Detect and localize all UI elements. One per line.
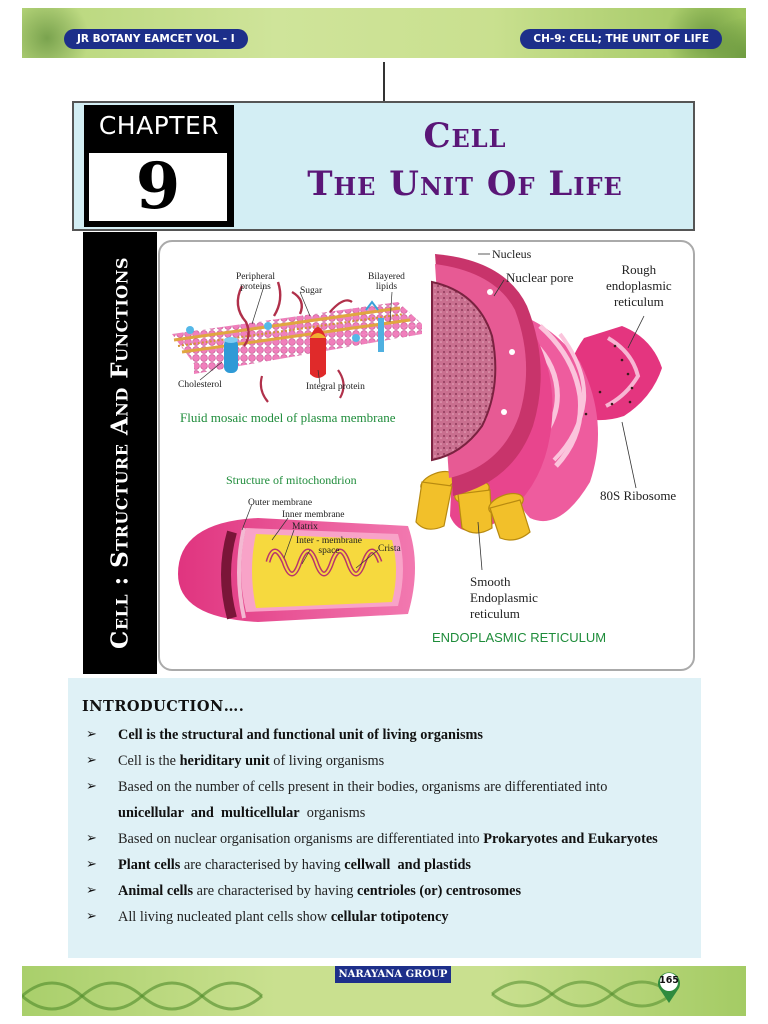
item-text-bold: Plant cells [118, 857, 181, 873]
list-item: ➢ Cell is the structural and functional u… [86, 722, 691, 748]
chapter-title-line1: Cell [423, 116, 507, 156]
label-nucleus: Nucleus [492, 247, 532, 261]
item-text-bold: Cell is the structural and functional un… [118, 727, 483, 743]
label-bilayered-lipids: Bilayered lipids [368, 272, 405, 292]
mitochondrion-illustration [178, 503, 415, 622]
label-smooth-er: Smooth Endoplasmic reticulum [470, 574, 538, 621]
item-text: All living nucleated plant cells show [118, 909, 331, 925]
item-text: Cell is the [118, 753, 180, 769]
list-item: ➢ Cell is the heriditary unit of living o… [86, 748, 691, 774]
chapter-title-badge: CH-9: CELL; THE UNIT OF LIFE [520, 29, 722, 49]
divider-line [383, 62, 385, 102]
arrow-bullet-icon: ➢ [86, 909, 97, 924]
chapter-title-line2: The Unit Of Life [307, 164, 623, 204]
item-text-bold: cellwall and plastids [344, 857, 471, 873]
label-matrix: Matrix [292, 522, 318, 532]
list-item: ➢ Based on the number of cells present in… [86, 774, 691, 826]
list-item: ➢ Based on nuclear organisation organisms… [86, 826, 691, 852]
item-text-bold: Prokaryotes and Eukaryotes [483, 831, 658, 847]
label-integral-protein: Integral protein [306, 382, 365, 392]
arrow-bullet-icon: ➢ [86, 779, 97, 794]
list-item: ➢ All living nucleated plant cells show c… [86, 904, 691, 930]
chapter-tag: CHAPTER 9 [84, 105, 234, 227]
label-rough-er: Rough endoplasmic reticulum [606, 262, 672, 309]
introduction-list: ➢ Cell is the structural and functional u… [86, 722, 691, 930]
item-text: are characterised by having [193, 883, 357, 899]
endoplasmic-reticulum-illustration [415, 253, 662, 571]
label-peripheral-proteins: Peripheral proteins [236, 272, 276, 292]
item-text-bold: heriditary unit [179, 753, 270, 769]
item-text-bold: centrioles (or) centrosomes [357, 883, 522, 899]
er-caption: ENDOPLASMIC RETICULUM [432, 630, 607, 645]
chapter-number: 9 [89, 153, 227, 221]
item-text: of living organisms [269, 753, 385, 769]
item-text-bold: Animal cells [118, 883, 194, 899]
side-band [83, 232, 157, 674]
label-sugar: Sugar [300, 286, 323, 296]
list-item: ➢ Animal cells are characterised by havin… [86, 878, 691, 904]
chapter-word: CHAPTER [98, 111, 220, 140]
arrow-bullet-icon: ➢ [86, 753, 97, 768]
plasma-membrane-illustration [172, 281, 422, 403]
label-80s-ribosome: 80S Ribosome [600, 488, 677, 503]
introduction-box: INTRODUCTION…. ➢ Cell is the structural a… [68, 678, 701, 958]
item-text-bold: unicellular and multicellular [118, 805, 300, 821]
arrow-bullet-icon: ➢ [86, 831, 97, 846]
label-intermembrane-space: Inter - membrane space [296, 536, 362, 556]
label-cholesterol: Cholesterol [178, 380, 222, 390]
item-text-bold: cellular totipotency [330, 909, 449, 925]
label-crista: Crista [378, 544, 401, 554]
page-marker-icon [658, 972, 680, 1003]
figure-panel: Peripheral proteins Sugar Bilayered lipi… [158, 240, 695, 671]
item-text: Based on the number of cells present in … [118, 779, 608, 795]
introduction-heading: INTRODUCTION…. [82, 698, 245, 715]
label-nuclear-pore: Nuclear pore [506, 270, 574, 285]
label-inner-membrane: Inner membrane [282, 510, 345, 520]
arrow-bullet-icon: ➢ [86, 883, 97, 898]
book-title-badge: JR BOTANY EAMCET VOL - I [64, 29, 248, 49]
publisher-badge: NARAYANA GROUP [335, 966, 451, 983]
mitochondrion-caption: Structure of mitochondrion [226, 473, 357, 487]
list-item: ➢ Plant cells are characterised by having… [86, 852, 691, 878]
arrow-bullet-icon: ➢ [86, 727, 97, 742]
page-number: 165 [659, 975, 679, 986]
item-text: organisms [299, 805, 366, 821]
arrow-bullet-icon: ➢ [86, 857, 97, 872]
item-text: Based on nuclear organisation organisms … [118, 831, 484, 847]
cell-organelles-figure [172, 253, 662, 622]
item-text: are characterised by having [180, 857, 345, 873]
membrane-caption: Fluid mosaic model of plasma membrane [180, 410, 396, 425]
label-outer-membrane: Outer membrane [248, 498, 313, 508]
dna-helix-decoration [22, 980, 673, 1011]
side-title: Cell : Structure And Functions [106, 257, 134, 649]
